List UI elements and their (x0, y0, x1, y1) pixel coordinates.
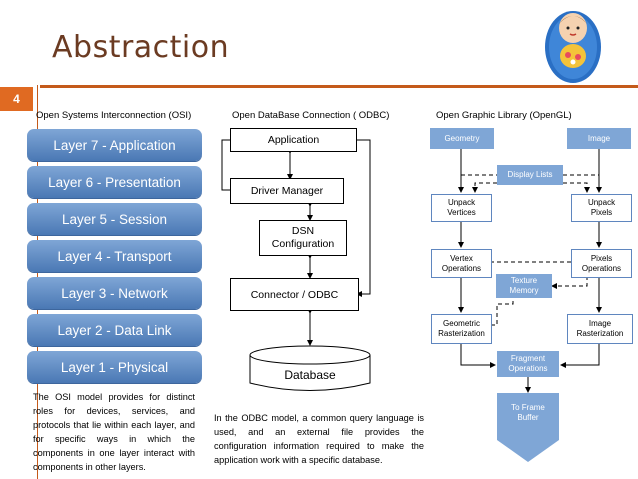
osi-layer-7: Layer 7 - Application (27, 129, 202, 161)
frame-line-2: Buffer (517, 413, 539, 422)
vertex-ops-line-1: Vertex (450, 253, 473, 263)
osi-layer-2: Layer 2 - Data Link (27, 314, 202, 346)
vertex-ops-line-2: Operations (441, 263, 482, 273)
odbc-driver-manager-box: Driver Manager (230, 178, 344, 204)
geom-rast-line-2: Rasterization (438, 329, 485, 338)
opengl-geometry-box: Geometry (430, 128, 494, 149)
opengl-pixels-operations-box: Pixels Operations (571, 249, 632, 278)
title-divider (40, 85, 638, 88)
osi-layer-3: Layer 3 - Network (27, 277, 202, 309)
osi-layer-1: Layer 1 - Physical (27, 351, 202, 383)
odbc-heading: Open DataBase Connection ( ODBC) (232, 110, 390, 121)
slide-title: Abstraction (52, 30, 230, 65)
osi-description: The OSI model provides for distinct role… (33, 392, 195, 472)
osi-layer-4: Layer 4 - Transport (27, 240, 202, 272)
opengl-unpack-vertices-box: Unpack Vertices (431, 194, 492, 222)
osi-layer-5: Layer 5 - Session (27, 203, 202, 235)
image-rast-line-1: Image (588, 319, 612, 328)
opengl-vertex-operations-box: Vertex Operations (431, 249, 492, 278)
unpack-vertices-line-1: Unpack (447, 198, 476, 207)
unpack-pixels-line-2: Pixels (590, 208, 613, 217)
frame-line-1: To Frame (511, 403, 545, 412)
dsn-line-2: Configuration (271, 238, 335, 250)
osi-heading: Open Systems Interconnection (OSI) (36, 110, 192, 121)
opengl-display-lists-box: Display Lists (497, 165, 563, 185)
image-rast-line-2: Rasterization (576, 329, 624, 338)
unpack-pixels-line-1: Unpack (587, 198, 616, 207)
page-number-badge: 4 (0, 87, 33, 111)
opengl-frame-buffer-label: To Frame Buffer (497, 403, 559, 423)
opengl-texture-memory-box: Texture Memory (496, 274, 552, 298)
odbc-connector-box: Connector / ODBC (230, 278, 359, 311)
opengl-unpack-pixels-box: Unpack Pixels (571, 194, 632, 222)
opengl-heading: Open Graphic Library (OpenGL) (436, 110, 572, 121)
dsn-line-1: DSN (291, 225, 315, 237)
odbc-application-box: Application (230, 128, 357, 152)
opengl-geometric-rasterization-box: Geometric Rasterization (431, 314, 492, 344)
fragment-line-2: Operations (508, 364, 548, 373)
unpack-vertices-line-2: Vertices (447, 208, 476, 217)
pixels-ops-line-1: Pixels (590, 253, 613, 263)
osi-layer-6: Layer 6 - Presentation (27, 166, 202, 198)
odbc-dsn-box: DSN Configuration (259, 220, 347, 256)
odbc-database-label: Database (284, 368, 336, 382)
opengl-image-rasterization-box: Image Rasterization (567, 314, 633, 344)
odbc-description: In the ODBC model, a common query langua… (214, 413, 424, 465)
texture-line-1: Texture (510, 276, 538, 285)
texture-line-2: Memory (509, 286, 539, 295)
pixels-ops-line-2: Operations (581, 263, 622, 273)
opengl-image-box: Image (567, 128, 631, 149)
geom-rast-line-1: Geometric (443, 319, 480, 328)
fragment-line-1: Fragment (510, 354, 546, 363)
opengl-fragment-operations-box: Fragment Operations (497, 351, 559, 377)
